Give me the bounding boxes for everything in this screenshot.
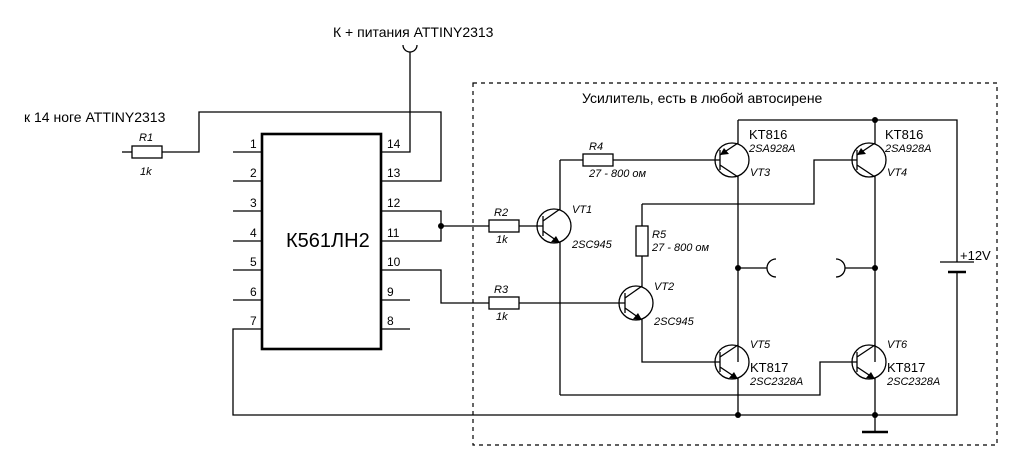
speaker-left-icon xyxy=(766,258,777,278)
vt4-ref: VT4 xyxy=(887,167,907,179)
vt1-ref: VT1 xyxy=(572,204,592,216)
vt5-part: KT817 xyxy=(750,360,788,375)
vt4-part: KT816 xyxy=(885,127,923,142)
vt1-part: 2SC945 xyxy=(571,239,613,251)
wire-power-pin14 xyxy=(380,52,411,153)
pin-13: 13 xyxy=(387,166,401,180)
vt4-alt: 2SA928A xyxy=(884,143,931,155)
battery-label: +12V xyxy=(960,248,991,263)
transistor-vt4: KT816 2SA928A VT4 xyxy=(642,120,931,362)
ic-right-pins: 14 13 12 11 10 9 8 xyxy=(381,137,489,330)
r4-ref: R4 xyxy=(589,141,603,153)
amplifier-boundary xyxy=(472,82,998,446)
vt3-ref: VT3 xyxy=(750,167,771,179)
r3-ref: R3 xyxy=(494,284,509,296)
transistor-vt6: VT6 KT817 2SC2328A xyxy=(560,339,940,415)
pin-10: 10 xyxy=(387,255,401,269)
junction-ground-vt5 xyxy=(735,412,741,418)
ic-left-pins: 1 2 3 4 5 6 7 xyxy=(232,137,958,416)
resistor-r3: R3 1k xyxy=(488,284,620,323)
pin-6: 6 xyxy=(250,285,257,299)
pin-14: 14 xyxy=(387,137,401,151)
vt6-alt: 2SC2328A xyxy=(886,376,940,388)
amplifier-note: Усилитель, есть в любой автосирене xyxy=(582,90,823,106)
pin-11: 11 xyxy=(387,226,400,240)
r3-value: 1k xyxy=(496,311,508,323)
transistor-vt1: VT1 2SC945 xyxy=(536,160,613,395)
transistor-vt5: VT5 KT817 2SC2328A xyxy=(714,339,803,415)
speaker-connectors xyxy=(735,258,878,278)
vt5-alt: 2SC2328A xyxy=(749,376,803,388)
transistor-vt2: VT2 2SC945 xyxy=(618,281,716,363)
vt3-alt: 2SA928A xyxy=(748,143,795,155)
vt6-ref: VT6 xyxy=(887,339,908,351)
r4-value: 27 - 800 ом xyxy=(588,168,647,180)
pin-7: 7 xyxy=(250,314,257,328)
r5-value: 27 - 800 ом xyxy=(651,242,710,254)
ic-k561ln2: К561ЛН2 xyxy=(260,132,383,351)
vt2-ref: VT2 xyxy=(654,281,674,293)
speaker-right-icon xyxy=(835,258,846,278)
r2-value: 1k xyxy=(496,234,508,246)
vt5-ref: VT5 xyxy=(750,339,771,351)
pin-4: 4 xyxy=(250,226,257,240)
resistor-r4: R4 27 - 800 ом xyxy=(560,141,716,180)
pin-8: 8 xyxy=(387,314,394,328)
pin-9: 9 xyxy=(387,285,394,299)
wire-top-rail xyxy=(738,119,958,262)
vt6-part: KT817 xyxy=(887,360,925,375)
resistor-r2: R2 1k xyxy=(441,207,537,246)
pin14-note: к 14 ноге ATTINY2313 xyxy=(24,109,166,125)
ic-name: К561ЛН2 xyxy=(286,230,370,252)
power-connector-icon xyxy=(402,44,418,53)
r5-ref: R5 xyxy=(652,229,667,241)
resistor-r5: R5 27 - 800 ом xyxy=(635,204,710,283)
r2-ref: R2 xyxy=(494,207,508,219)
pin-2: 2 xyxy=(250,166,257,180)
pin-12: 12 xyxy=(387,196,401,210)
pin-1: 1 xyxy=(250,137,257,151)
r1-value: 1k xyxy=(140,166,152,178)
vt3-part: KT816 xyxy=(749,127,787,142)
transistor-vt3: KT816 2SA928A VT3 xyxy=(714,120,795,362)
junction-top-rail xyxy=(872,117,878,123)
r1-ref: R1 xyxy=(139,132,153,144)
resistor-r1: R1 1k xyxy=(122,111,442,182)
pin-3: 3 xyxy=(250,196,257,210)
battery-12v: +12V xyxy=(940,248,991,280)
pin-5: 5 xyxy=(250,255,257,269)
power-note: К + питания ATTINY2313 xyxy=(333,24,494,40)
vt2-part: 2SC945 xyxy=(653,316,695,328)
